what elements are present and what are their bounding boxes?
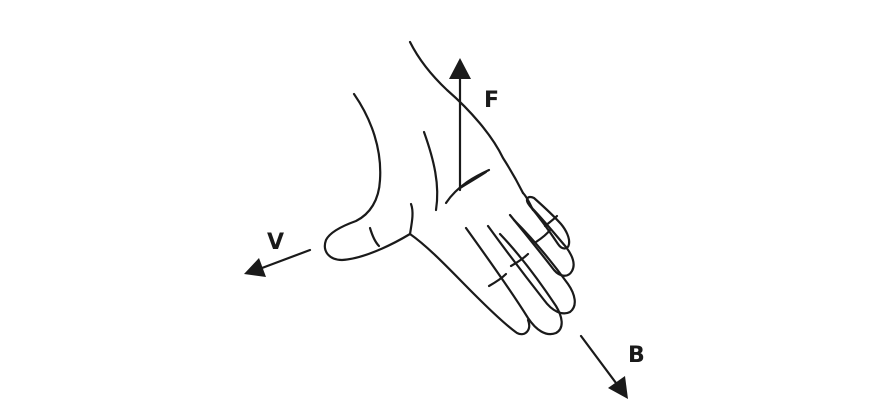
ring-finger: [510, 206, 574, 276]
index-finger-lower: [410, 234, 529, 334]
magnetic-field-arrow-head: [608, 376, 628, 399]
velocity-label: V: [267, 230, 284, 255]
magnetic-field-arrow-shaft: [581, 336, 616, 383]
palm-inner-contour: [410, 204, 413, 234]
velocity-vector: V: [244, 230, 310, 277]
hand-illustration: [325, 42, 575, 334]
force-label: F: [484, 88, 499, 113]
little-finger-joint: [545, 216, 557, 226]
force-arrow-head: [449, 58, 471, 79]
index-finger: [466, 228, 562, 334]
palm-line-lower: [460, 172, 486, 188]
magnetic-field-vector: B: [581, 336, 645, 399]
magnetic-field-label: B: [628, 343, 645, 368]
palm-line-upper: [424, 132, 437, 210]
thumb-crease: [370, 228, 379, 246]
ring-finger-joint: [536, 230, 550, 242]
thumb-contour: [325, 94, 410, 260]
force-vector: F: [449, 58, 499, 190]
wrist-edge: [410, 42, 523, 193]
